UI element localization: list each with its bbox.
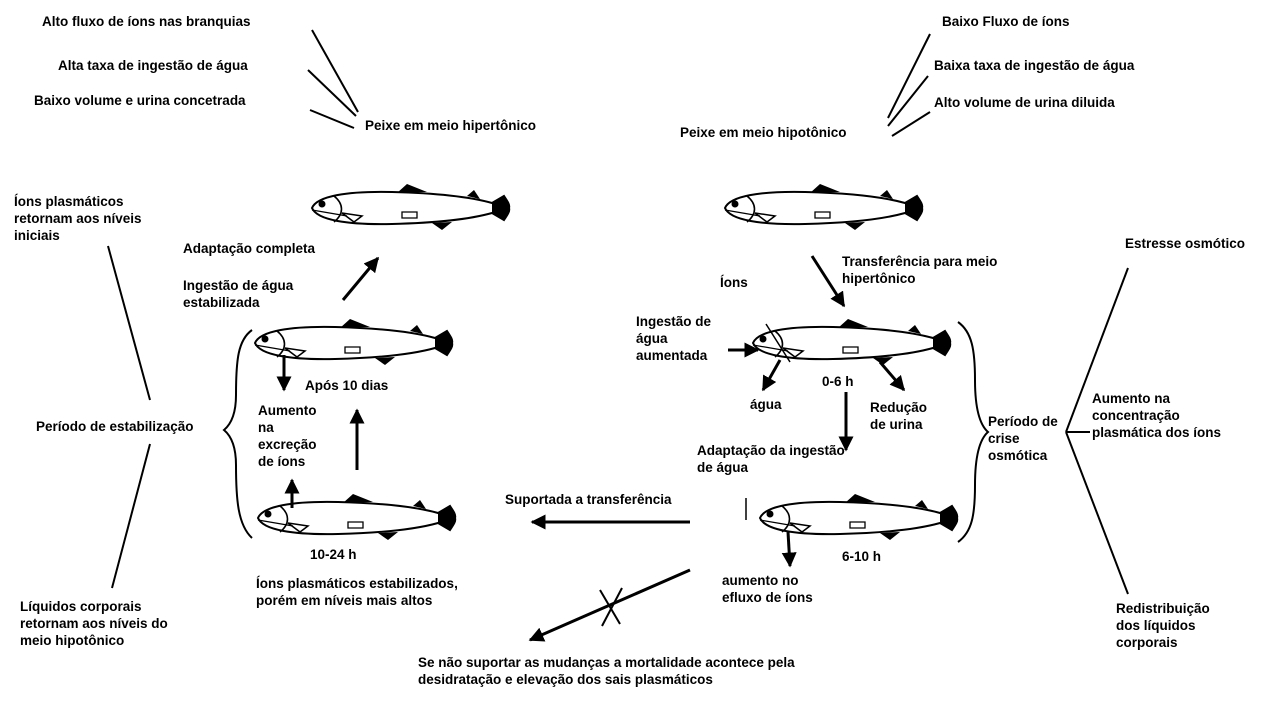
liquid-redistribution: Redistribuição dos líquidos corporais bbox=[1116, 601, 1210, 650]
fish-hypotonic bbox=[724, 183, 924, 231]
ion-efflux-increase: aumento no efluxo de íons bbox=[722, 573, 813, 605]
hypotonic-trait-1: Baixo Fluxo de íons bbox=[942, 14, 1070, 29]
ions-label: Íons bbox=[720, 275, 748, 290]
water-intake-adaptation: Adaptação da ingestão de água bbox=[697, 443, 845, 475]
hypotonic-trait-3: Alto volume de urina diluida bbox=[934, 95, 1115, 110]
hypotonic-trait-2: Baixa taxa de ingestão de água bbox=[934, 58, 1135, 73]
stabilization-period: Período de estabilização bbox=[36, 419, 194, 434]
left-side-connectors bbox=[107, 245, 151, 589]
urine-reduction: Redução de urina bbox=[870, 400, 928, 432]
hypertonic-trait-3: Baixo volume e urina concetrada bbox=[34, 93, 246, 108]
hypotonic-heading: Peixe em meio hipotônico bbox=[680, 125, 847, 140]
right-side-connectors bbox=[1065, 267, 1129, 595]
failure-x-mark bbox=[599, 587, 623, 627]
osmotic-crisis-period: Período de crise osmótica bbox=[988, 414, 1058, 463]
mortality-note: Se não suportar as mudanças a mortalidad… bbox=[418, 655, 795, 687]
osmotic-stress: Estresse osmótico bbox=[1125, 236, 1246, 251]
left-brace bbox=[222, 329, 253, 539]
water-label: água bbox=[750, 397, 782, 412]
fish-6-10h bbox=[759, 493, 959, 541]
hypertonic-trait-connectors bbox=[307, 29, 359, 129]
flow-arrows bbox=[276, 255, 906, 642]
hypertonic-trait-2: Alta taxa de ingestão de água bbox=[58, 58, 248, 73]
time-10-24h: 10-24 h bbox=[310, 547, 357, 562]
hypotonic-trait-connectors bbox=[887, 33, 931, 137]
ions-stabilized: Íons plasmáticos estabilizados, porém em… bbox=[256, 576, 458, 608]
fish-0-6h bbox=[752, 318, 952, 366]
after-10-days: Após 10 dias bbox=[305, 378, 389, 393]
time-0-6h: 0-6 h bbox=[822, 374, 854, 389]
right-brace bbox=[957, 321, 990, 543]
hypertonic-heading: Peixe em meio hipertônico bbox=[365, 118, 537, 133]
transfer-to-hypertonic: Transferência para meio hipertônico bbox=[842, 254, 998, 286]
ion-excretion-increase: Aumento na excreção de íons bbox=[258, 403, 317, 469]
plasma-concentration-increase: Aumento na concentração plasmática dos í… bbox=[1092, 391, 1222, 440]
ions-return-initial: Íons plasmáticos retornam aos níveis ini… bbox=[14, 194, 142, 243]
water-intake-stabilized: Ingestão de água estabilizada bbox=[183, 278, 294, 310]
complete-adaptation: Adaptação completa bbox=[183, 241, 316, 256]
fish-hypertonic-adapted bbox=[311, 183, 511, 231]
hypertonic-trait-1: Alto fluxo de íons nas branquias bbox=[42, 14, 251, 29]
water-intake-increased: Ingestão de água aumentada bbox=[636, 314, 712, 363]
time-6-10h: 6-10 h bbox=[842, 549, 882, 564]
fish-10-24h bbox=[257, 493, 457, 541]
transfer-supported: Suportada a transferência bbox=[505, 492, 672, 507]
gill-mark bbox=[765, 323, 791, 363]
liquids-return: Líquidos corporais retornam aos níveis d… bbox=[20, 599, 168, 648]
